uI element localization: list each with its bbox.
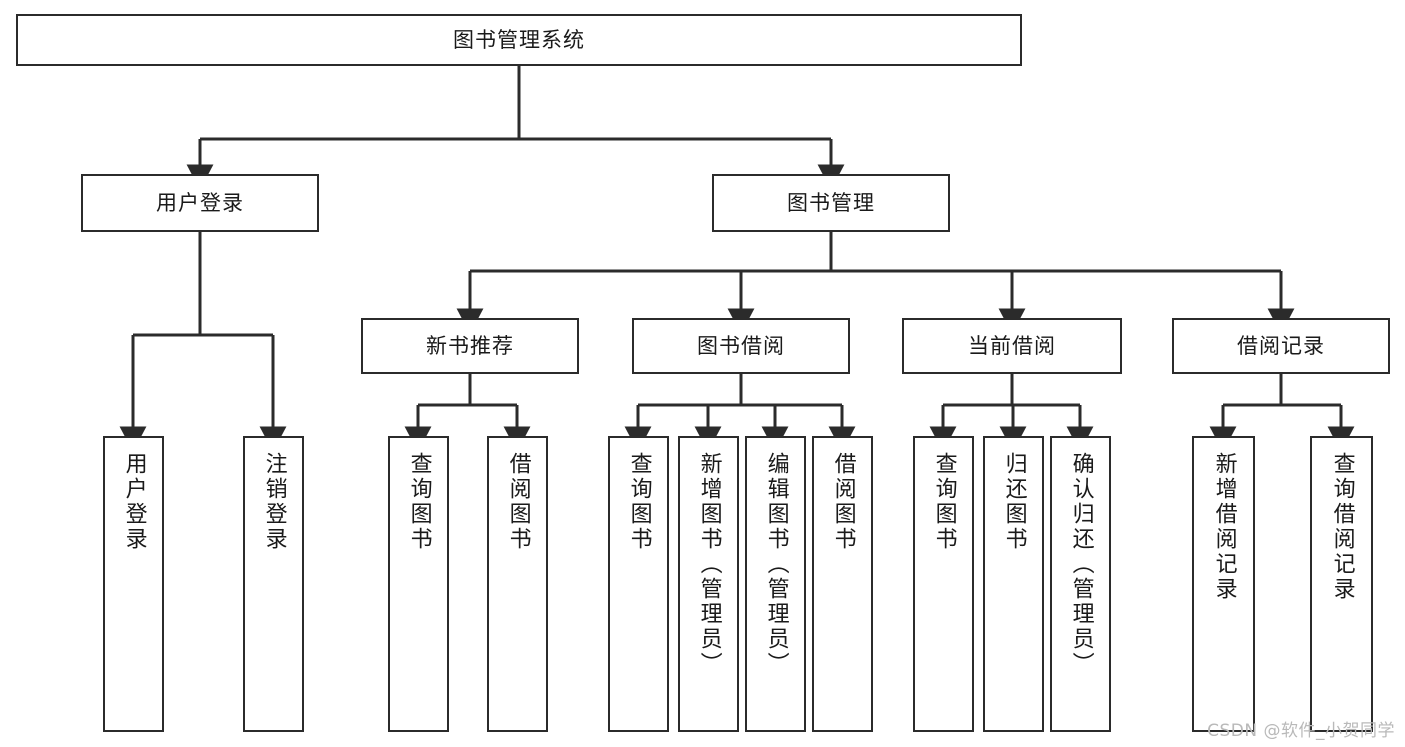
node-current-borrow-label: 当前借阅 xyxy=(968,333,1056,358)
node-leaf-edit-book-label: 编辑图书（管理员） xyxy=(763,452,789,677)
node-root[interactable]: 图书管理系统 xyxy=(16,14,1022,66)
node-leaf-return-book-label: 归还图书 xyxy=(1001,452,1027,552)
node-borrow-record[interactable]: 借阅记录 xyxy=(1172,318,1390,374)
node-leaf-query-book-3[interactable]: 查询图书 xyxy=(913,436,974,732)
node-leaf-user-login-label: 用户登录 xyxy=(121,452,147,552)
node-book-manage[interactable]: 图书管理 xyxy=(712,174,950,232)
node-leaf-confirm-return[interactable]: 确认归还（管理员） xyxy=(1050,436,1111,732)
node-leaf-return-book[interactable]: 归还图书 xyxy=(983,436,1044,732)
node-leaf-query-record[interactable]: 查询借阅记录 xyxy=(1310,436,1373,732)
node-leaf-query-book-1-label: 查询图书 xyxy=(406,452,432,552)
node-leaf-confirm-return-label: 确认归还（管理员） xyxy=(1068,452,1094,677)
csdn-watermark: CSDN @软件_小贺同学 xyxy=(1207,721,1395,741)
node-book-borrow-label: 图书借阅 xyxy=(697,333,785,358)
node-leaf-borrow-book-2[interactable]: 借阅图书 xyxy=(812,436,873,732)
node-leaf-query-record-label: 查询借阅记录 xyxy=(1329,452,1355,602)
node-current-borrow[interactable]: 当前借阅 xyxy=(902,318,1122,374)
node-leaf-query-book-3-label: 查询图书 xyxy=(931,452,957,552)
node-leaf-add-book-label: 新增图书（管理员） xyxy=(696,452,722,677)
node-borrow-record-label: 借阅记录 xyxy=(1237,333,1325,358)
node-book-manage-label: 图书管理 xyxy=(787,190,875,215)
node-leaf-edit-book[interactable]: 编辑图书（管理员） xyxy=(745,436,806,732)
node-new-book-rec[interactable]: 新书推荐 xyxy=(361,318,579,374)
node-leaf-query-book-2[interactable]: 查询图书 xyxy=(608,436,669,732)
node-leaf-user-login[interactable]: 用户登录 xyxy=(103,436,164,732)
node-leaf-user-logout-label: 注销登录 xyxy=(261,452,287,552)
node-leaf-user-logout[interactable]: 注销登录 xyxy=(243,436,304,732)
node-leaf-query-book-1[interactable]: 查询图书 xyxy=(388,436,449,732)
node-leaf-borrow-book-2-label: 借阅图书 xyxy=(830,452,856,552)
node-leaf-add-record-label: 新增借阅记录 xyxy=(1211,452,1237,602)
node-book-borrow[interactable]: 图书借阅 xyxy=(632,318,850,374)
node-leaf-borrow-book-1-label: 借阅图书 xyxy=(505,452,531,552)
node-user-login[interactable]: 用户登录 xyxy=(81,174,319,232)
node-new-book-rec-label: 新书推荐 xyxy=(426,333,514,358)
node-user-login-label: 用户登录 xyxy=(156,190,244,215)
node-leaf-borrow-book-1[interactable]: 借阅图书 xyxy=(487,436,548,732)
node-leaf-add-book[interactable]: 新增图书（管理员） xyxy=(678,436,739,732)
node-leaf-query-book-2-label: 查询图书 xyxy=(626,452,652,552)
node-root-label: 图书管理系统 xyxy=(453,27,585,52)
node-leaf-add-record[interactable]: 新增借阅记录 xyxy=(1192,436,1255,732)
